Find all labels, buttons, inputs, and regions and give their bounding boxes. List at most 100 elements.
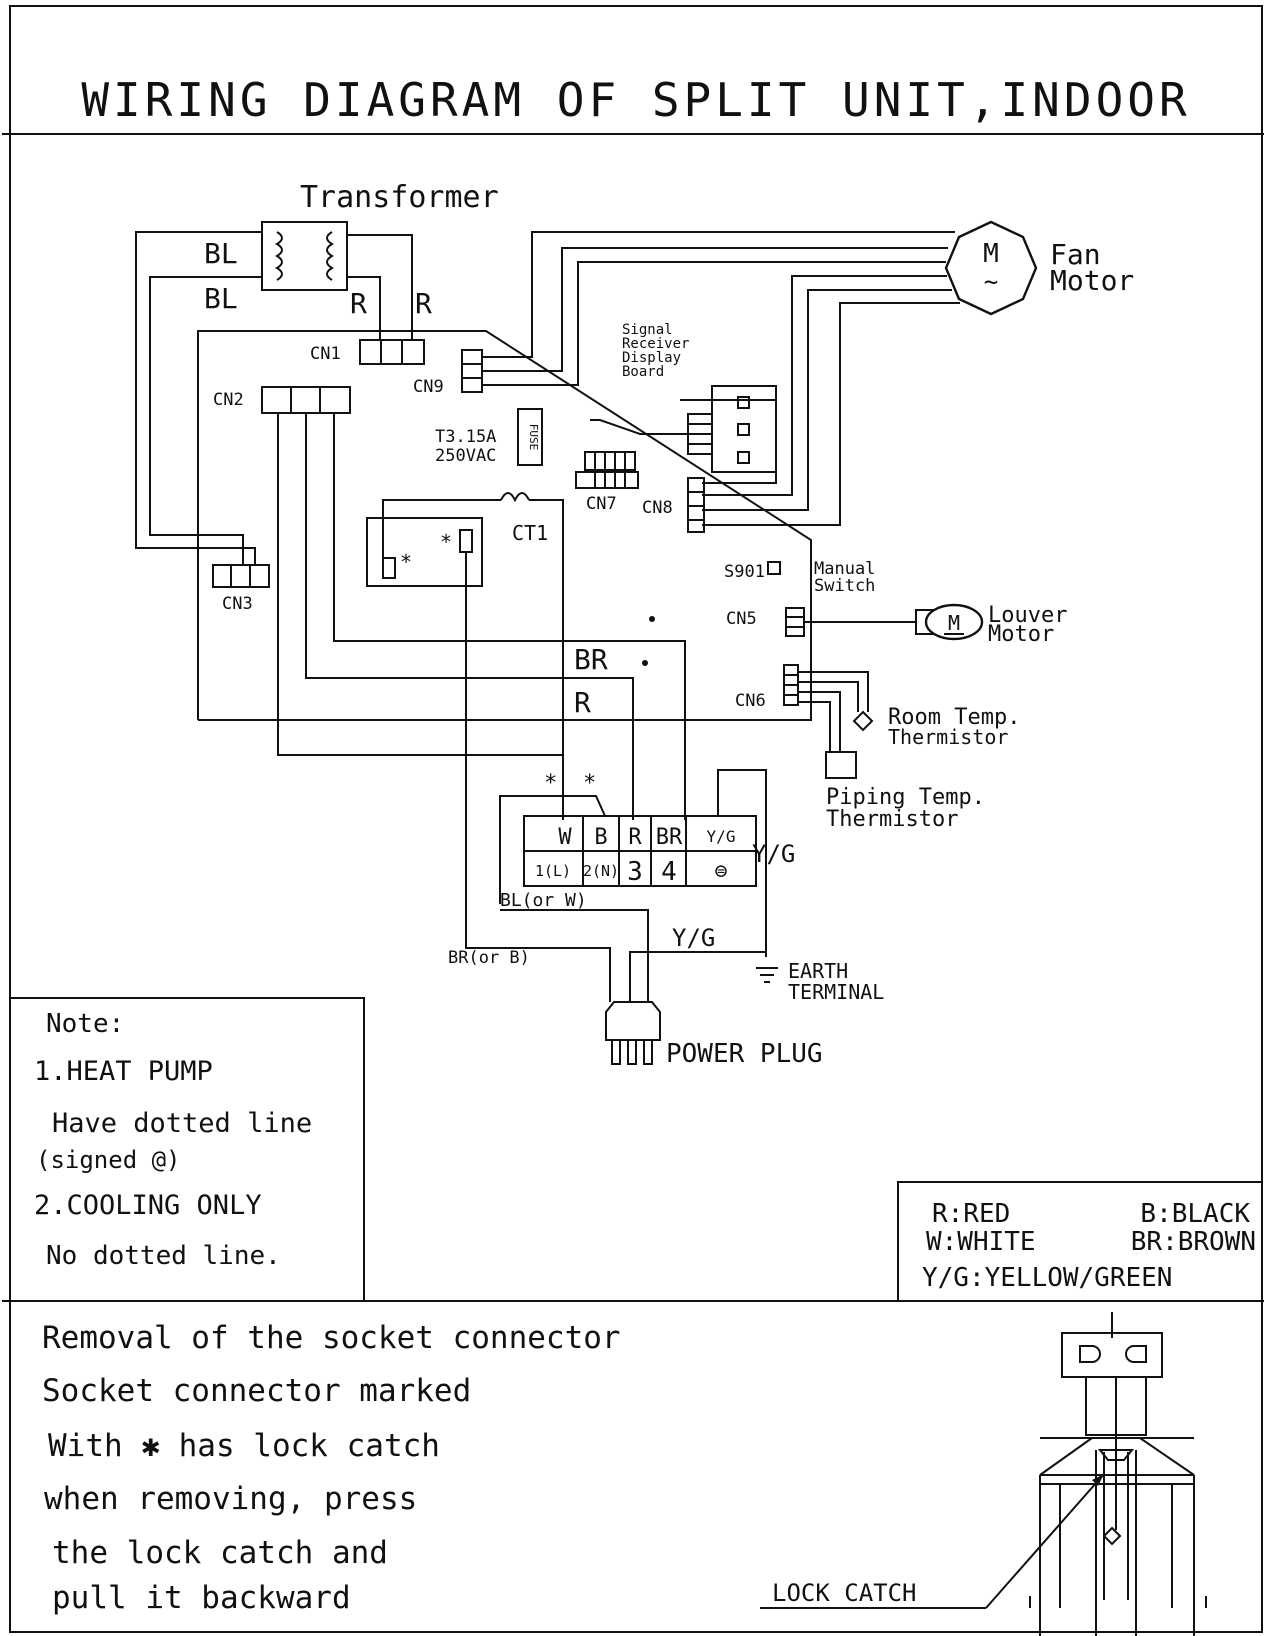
piping-thermistor-icon [825,751,857,779]
cn1-connector [359,339,425,365]
note-line-2: Have dotted line [52,1108,312,1139]
lock-catch-label: LOCK CATCH [772,1579,917,1607]
cn2-wire-r [305,413,634,820]
transformer-body [261,221,348,291]
transformer-primary-coil [275,231,283,281]
wire-label-r-2: R [415,287,432,320]
power-plug-icon [605,1001,661,1041]
louver-motor-symbol [924,603,984,641]
wire-label-yg-1: Y/G [752,840,795,868]
fan-motor-symbol [944,220,1038,316]
removal-line-5: the lock catch and [52,1535,388,1571]
terminal-num-earth: ⊜ [714,859,727,884]
terminal-num-3: 3 [627,857,643,887]
removal-line-6: pull it backward [52,1580,351,1616]
transformer-bl-wire-1 [135,231,262,565]
terminal-block: W B R BR Y/G 1(L) 2(N) 3 4 ⊜ [523,815,757,887]
manual-switch-icon [767,561,781,575]
fan-motor-label-1: Fan [1050,238,1101,271]
terminal-num-4: 4 [661,857,677,887]
terminal-color-br: BR [656,825,683,850]
fuse-body [517,408,543,466]
note-line-3: (signed @) [36,1146,181,1174]
relay-block [366,517,483,587]
color-legend-box [897,1181,1263,1302]
cn3-label: CN3 [222,594,253,614]
transformer-label: Transformer [300,180,499,215]
legend-w: W:WHITE [926,1227,1036,1257]
cn9-label: CN9 [413,377,444,397]
dot-marker-1 [649,616,655,622]
room-temp-label-2: Thermistor [888,725,1008,749]
svg-text:*: * [544,771,557,796]
terminal-num-1: 1(L) [535,862,571,880]
svg-text:*: * [400,550,412,574]
lock-catch-leader [985,1473,1105,1609]
cn9-connector [461,349,483,393]
fuse-rating-1: T3.15A [435,427,496,447]
transformer-r-wire-2 [347,234,413,340]
lock-catch-arrow [1092,1474,1104,1486]
diagram-title: WIRING DIAGRAM OF SPLIT UNIT,INDOOR [81,73,1190,127]
room-temp-label-1: Room Temp. [888,705,1020,730]
cn2-wire-w [277,413,564,820]
ct1-label: CT1 [512,521,548,545]
ct1-coil [500,492,530,503]
cn1-label: CN1 [310,344,341,364]
dot-marker-2 [642,660,648,666]
outer-frame [9,5,1263,1633]
manual-switch-label-1: Manual [814,559,875,579]
power-plug-label: POWER PLUG [666,1039,823,1069]
signal-board-label-2: Receiver [622,336,689,352]
cn5-connector [785,607,805,637]
cn2-label: CN2 [213,390,244,410]
room-thermistor-icon [852,710,874,732]
cn7-label: CN7 [586,494,617,514]
relay-pin-1 [382,557,396,579]
transformer-r-wire-1 [347,276,381,340]
svg-text:~: ~ [984,268,998,296]
transformer-secondary-coil [326,231,334,281]
signal-board-label-4: Board [622,364,664,380]
svg-text:M: M [983,239,999,269]
terminal-num-2: 2(N) [583,862,619,880]
terminal-color-yg: Y/G [707,827,736,846]
piping-temp-label-2: Thermistor [826,807,958,832]
louver-motor-label-1: Louver [988,603,1067,628]
signal-board-label-3: Display [622,350,681,366]
relay-pin-2 [459,529,473,553]
note-heading: Note: [46,1009,124,1039]
legend-b: B:BLACK [1140,1199,1250,1229]
cn8-label: CN8 [642,498,673,518]
terminal-color-w: W [558,825,572,850]
note-line-4: 2.COOLING ONLY [34,1190,262,1221]
terminal-color-b: B [594,825,607,850]
cn6-label: CN6 [735,691,766,711]
wire-label-br-or-b: BR(or B) [448,948,530,968]
terminal-color-r: R [628,825,642,850]
legend-r: R:RED [932,1199,1010,1229]
manual-switch-id: S901 [724,562,765,582]
earth-terminal-label-2: TERMINAL [788,980,884,1004]
wire-label-br: BR [574,643,608,676]
earth-terminal-label-1: EARTH [788,959,848,983]
fuse-label: FUSE [527,424,540,451]
cn2-connector [261,386,351,414]
transformer-bl-wire-2 [149,276,262,565]
louver-motor-label-2: Motor [988,622,1054,647]
socket-connector-drawing [1029,1312,1207,1636]
removal-line-4: when removing, press [44,1481,417,1517]
wire-label-r-3: R [574,686,591,719]
manual-switch-label-2: Switch [814,576,875,596]
wire-label-yg-2: Y/G [672,924,715,952]
relay-wire-to-plug [465,552,611,1002]
wire-label-bl-2: BL [204,282,238,315]
note-line-5: No dotted line. [46,1241,281,1271]
cn7-connector-bottom [575,471,639,489]
wire-label-bl-or-w: BL(or W) [500,890,587,911]
cn2-wire-br [333,413,686,820]
svg-text:*: * [583,771,596,796]
wire-label-r-1: R [350,287,367,320]
